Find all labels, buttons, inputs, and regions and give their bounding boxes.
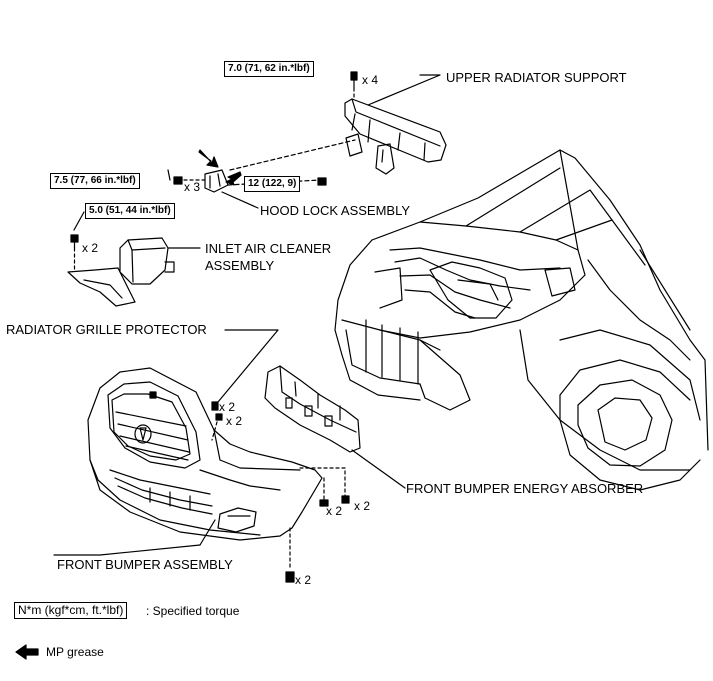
qty-bumper-bottom-screws: x 2 bbox=[295, 573, 312, 587]
grille-protector-clip-b-icon bbox=[215, 413, 223, 421]
inlet-air-cleaner-drawing bbox=[67, 237, 175, 307]
qty-energy-absorber-screws-a: x 2 bbox=[326, 504, 343, 518]
upper-support-bolt-icon bbox=[350, 71, 358, 89]
bumper-top-clip-icon bbox=[149, 391, 157, 399]
hood-lock-bolt-icon bbox=[173, 176, 183, 185]
label-hood-lock-assembly: HOOD LOCK ASSEMBLY bbox=[260, 203, 411, 218]
vehicle-front-drawing bbox=[334, 149, 709, 491]
legend-grease-arrow-icon bbox=[15, 644, 39, 660]
energy-absorber-screw-a-icon bbox=[319, 499, 329, 507]
legend-torque-box: N*m (kgf*cm, ft.*lbf) bbox=[14, 602, 128, 619]
inlet-air-bolt-icon bbox=[70, 234, 79, 249]
torque-hood-lock-right: 12 (122, 9) bbox=[244, 176, 301, 192]
front-bumper-assembly-drawing bbox=[87, 367, 323, 541]
hood-lock-assembly-drawing bbox=[204, 169, 229, 193]
label-radiator-grille-protector: RADIATOR GRILLE PROTECTOR bbox=[6, 322, 207, 337]
bumper-bottom-screw-icon bbox=[285, 571, 295, 583]
legend-torque-desc: : Specified torque bbox=[146, 604, 240, 618]
torque-hood-lock-left: 7.5 (77, 66 in.*lbf) bbox=[50, 173, 140, 189]
torque-upper-support: 7.0 (71, 62 in.*lbf) bbox=[224, 61, 314, 77]
legend-grease-label: MP grease bbox=[46, 645, 104, 659]
qty-inlet-air-bolts: x 2 bbox=[82, 241, 99, 255]
qty-energy-absorber-screws-b: x 2 bbox=[354, 499, 371, 513]
energy-absorber-drawing bbox=[264, 365, 361, 453]
qty-hood-lock-bolts: x 3 bbox=[184, 180, 201, 194]
label-front-bumper-energy-absorber: FRONT BUMPER ENERGY ABSORBER bbox=[406, 481, 644, 496]
qty-upper-support-bolts: x 4 bbox=[362, 73, 379, 87]
qty-grille-protector-clips-a: x 2 bbox=[219, 400, 236, 414]
upper-radiator-support-drawing bbox=[344, 98, 447, 175]
label-inlet-air-cleaner-line1: INLET AIR CLEANER bbox=[205, 241, 332, 256]
label-upper-radiator-support: UPPER RADIATOR SUPPORT bbox=[446, 70, 627, 85]
hood-lock-right-bolt-icon bbox=[317, 177, 327, 186]
label-front-bumper-assembly: FRONT BUMPER ASSEMBLY bbox=[57, 557, 233, 572]
qty-grille-protector-clips-b: x 2 bbox=[226, 414, 243, 428]
grille-protector-clip-icon bbox=[211, 401, 219, 411]
energy-absorber-screw-b-icon bbox=[341, 495, 350, 504]
torque-inlet-air: 5.0 (51, 44 in.*lbf) bbox=[85, 203, 175, 219]
label-inlet-air-cleaner-line2: ASSEMBLY bbox=[205, 258, 275, 273]
grease-arrow-b-icon bbox=[225, 171, 242, 186]
grease-arrow-a-icon bbox=[198, 149, 219, 168]
